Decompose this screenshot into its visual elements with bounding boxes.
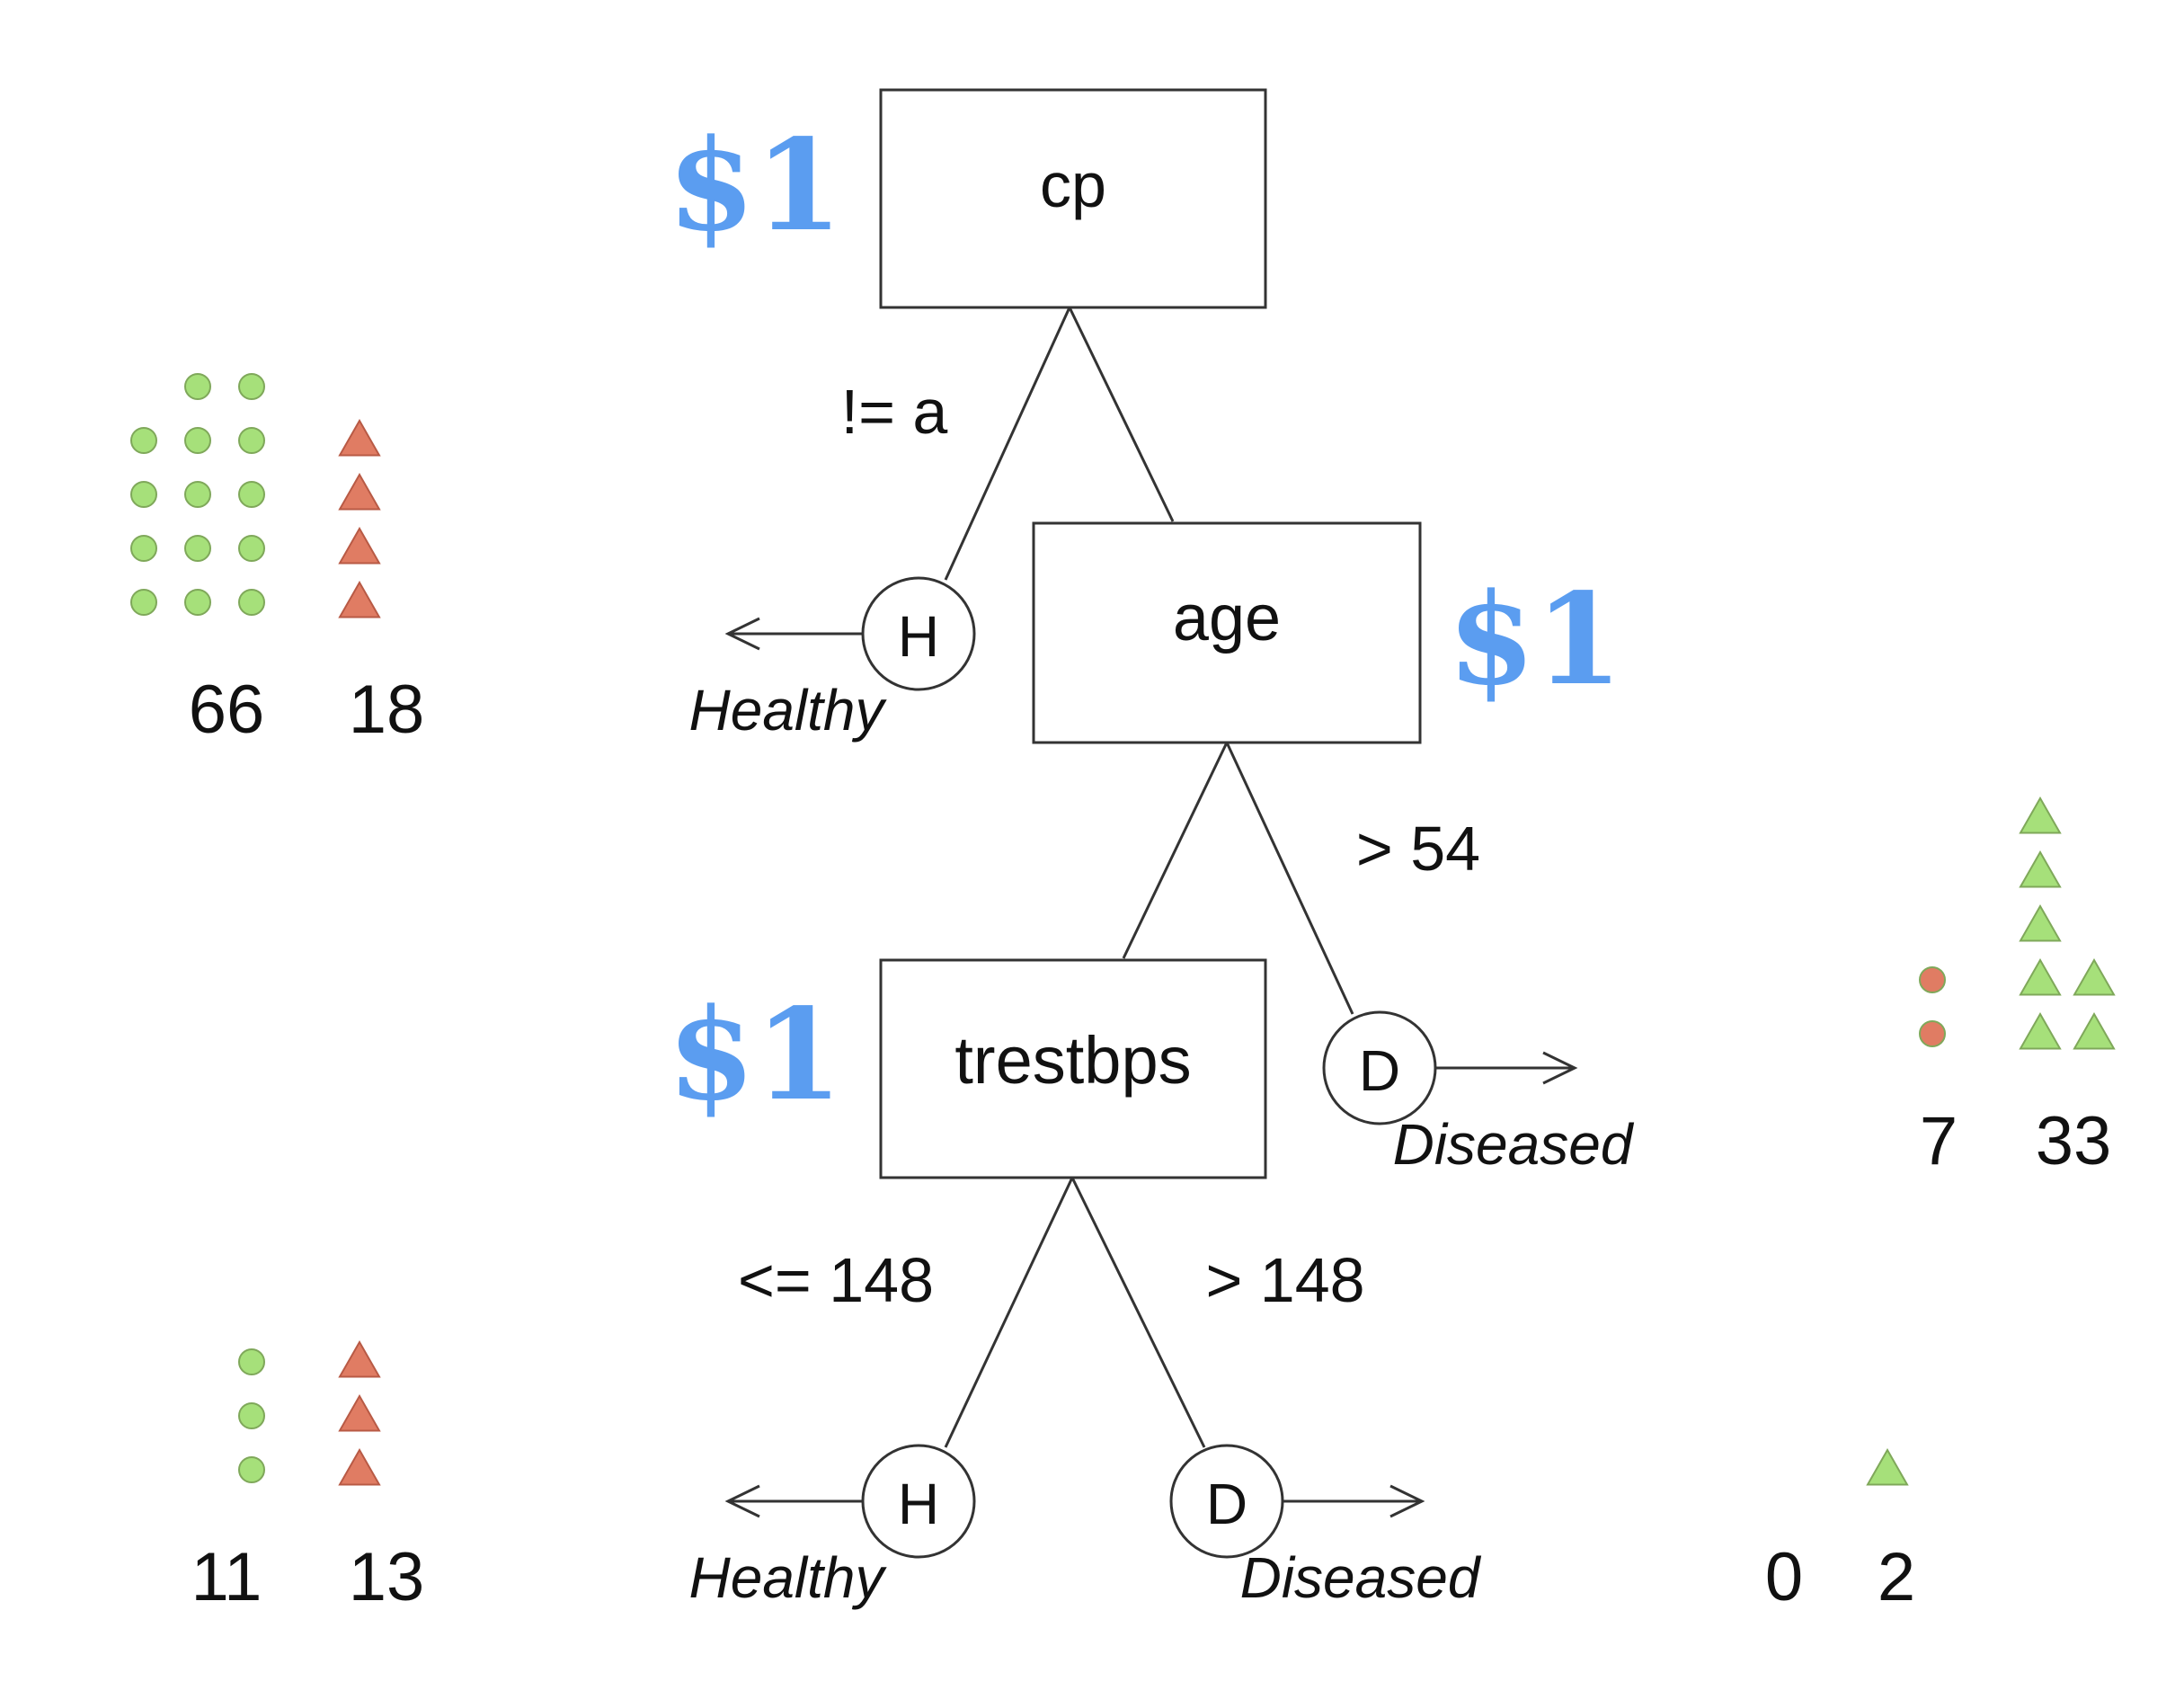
sample-triangle-marker: [2019, 1011, 2062, 1050]
edge-label-trestbps-left: <= 148: [738, 1245, 934, 1315]
edge-trestbps-to-healthy: [944, 1177, 1074, 1448]
node-cp-label: cp: [1040, 150, 1106, 220]
count-circles-leaf2: 7: [1920, 1103, 1958, 1179]
arrow-left-icon: [724, 617, 760, 651]
sample-triangle-marker: [2019, 850, 2062, 888]
arrow-right-icon: [1542, 1051, 1578, 1085]
sample-circle-marker: [130, 535, 157, 562]
sample-triangle-marker: [338, 418, 381, 457]
count-circles-leaf1: 66: [189, 672, 265, 748]
sample-markers: [1866, 1447, 1909, 1486]
sample-circle-marker: [184, 589, 211, 616]
sample-triangle-marker: [338, 1393, 381, 1432]
count-triangles-leaf1: 18: [349, 672, 425, 748]
leaf-healthy-1-symbol: H: [898, 604, 939, 669]
sample-triangle-marker: [2073, 1011, 2116, 1050]
sample-group-leaf2: 7 33: [1919, 796, 2116, 1179]
leaf-healthy-1-label: Healthy: [689, 678, 888, 743]
sample-circle-marker: [184, 427, 211, 454]
sample-group-leaf3: 11 13: [191, 1339, 425, 1615]
sample-markers: [1919, 796, 2116, 1050]
sample-circle-marker: [238, 481, 265, 508]
leaf-healthy-2-symbol: H: [898, 1472, 939, 1536]
sample-circle-marker: [1919, 1020, 1946, 1047]
edge-cp-to-healthy: [944, 307, 1071, 581]
sample-circle-marker: [130, 481, 157, 508]
edge-age-to-diseased: [1225, 742, 1354, 1015]
edge-label-age-right: > 54: [1356, 814, 1480, 884]
count-triangles-leaf3: 13: [349, 1539, 425, 1615]
leaf-diseased-2: D Diseased: [1169, 1444, 1482, 1610]
node-age: age: [1032, 521, 1422, 744]
sample-circle-marker: [238, 427, 265, 454]
leaf-healthy-2-label: Healthy: [689, 1545, 888, 1610]
sample-circle-marker: [184, 481, 211, 508]
tree-edges: [944, 307, 1354, 1448]
sample-markers: [238, 1339, 381, 1486]
sample-triangle-marker: [1866, 1447, 1909, 1486]
edge-cp-to-age: [1068, 307, 1175, 522]
count-triangles-leaf2: 33: [2036, 1103, 2112, 1179]
cost-label-age: $1: [1448, 566, 1623, 714]
sample-triangle-marker: [2019, 903, 2062, 942]
arrow-right-icon: [1389, 1484, 1425, 1518]
sample-circle-marker: [130, 589, 157, 616]
sample-group-leaf1: 66 18: [130, 373, 425, 748]
count-circles-leaf3: 11: [191, 1539, 262, 1615]
node-trestbps: trestbps: [879, 958, 1267, 1179]
sample-triangle-marker: [2019, 957, 2062, 996]
leaf-diseased-2-symbol: D: [1206, 1472, 1247, 1536]
count-triangles-leaf4: 2: [1878, 1539, 1915, 1615]
sample-circle-marker: [130, 427, 157, 454]
edge-label-trestbps-right: > 148: [1205, 1245, 1364, 1315]
sample-triangle-marker: [338, 1447, 381, 1486]
leaf-healthy-1: H Healthy: [689, 576, 976, 743]
node-trestbps-label: trestbps: [954, 1023, 1191, 1098]
sample-triangle-marker: [338, 526, 381, 565]
count-circles-leaf4: 0: [1765, 1539, 1803, 1615]
leaf-diseased-1-symbol: D: [1359, 1038, 1400, 1103]
sample-circle-marker: [238, 373, 265, 400]
sample-markers: [130, 373, 381, 618]
node-cp: cp: [879, 88, 1267, 309]
edge-label-cp-left: != a: [841, 377, 948, 447]
sample-circle-marker: [184, 535, 211, 562]
sample-circle-marker: [238, 1402, 265, 1429]
cost-label-cp: $1: [668, 112, 843, 260]
sample-circle-marker: [238, 535, 265, 562]
cost-label-trestbps: $1: [668, 982, 843, 1129]
sample-triangle-marker: [338, 472, 381, 511]
sample-triangle-marker: [2019, 796, 2062, 834]
arrow-left-icon: [724, 1484, 760, 1518]
leaf-healthy-2: H Healthy: [689, 1444, 976, 1610]
leaf-diseased-2-label: Diseased: [1240, 1545, 1482, 1610]
sample-triangle-marker: [338, 1339, 381, 1378]
node-age-label: age: [1173, 583, 1281, 654]
sample-circle-marker: [238, 1456, 265, 1483]
sample-triangle-marker: [338, 580, 381, 618]
edge-trestbps-to-diseased: [1070, 1177, 1206, 1448]
sample-circle-marker: [238, 589, 265, 616]
sample-circle-marker: [1919, 966, 1946, 993]
sample-circle-marker: [238, 1348, 265, 1375]
sample-circle-marker: [184, 373, 211, 400]
leaf-diseased-1: D Diseased: [1322, 1010, 1635, 1177]
sample-triangle-marker: [2073, 957, 2116, 996]
sample-group-leaf4: 0 2: [1765, 1447, 1915, 1615]
edge-age-to-trestbps: [1122, 742, 1229, 959]
leaf-diseased-1-label: Diseased: [1393, 1112, 1635, 1177]
